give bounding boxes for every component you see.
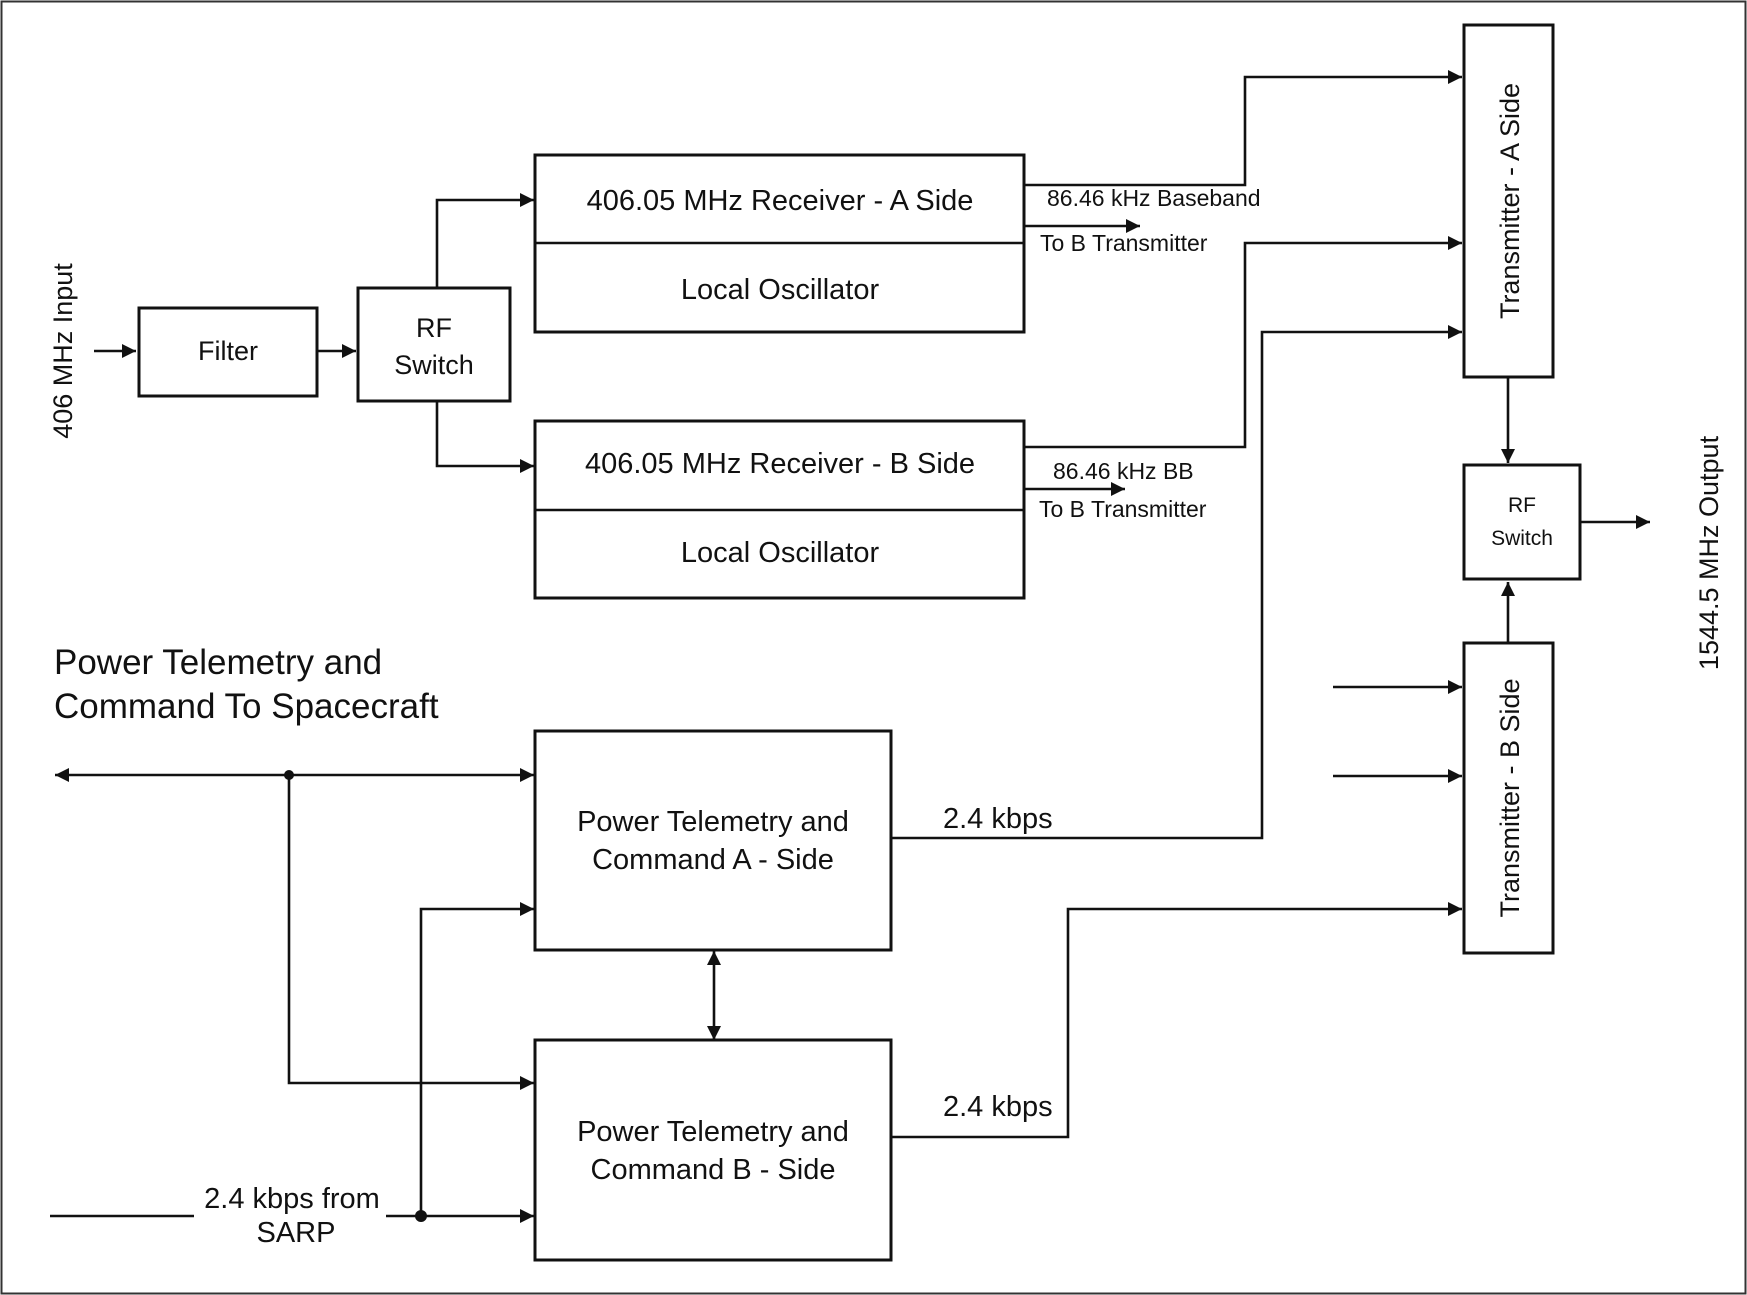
rx-b-output-label-1: 86.46 kHz BB [1053, 458, 1194, 484]
transmitter-a-label: Transmitter - A Side [1495, 83, 1525, 319]
rx-a-output-label-1: 86.46 kHz Baseband [1047, 185, 1261, 211]
filter-label: Filter [198, 336, 258, 366]
bus-to-ptc-b-arrow [287, 775, 534, 1090]
output-label: 1544.5 MHz Output [1694, 435, 1724, 670]
rf-switch-out-box [1462, 463, 1582, 581]
rx-b-output-label-2: To B Transmitter [1039, 496, 1207, 522]
rf-switch-out-label-2: Switch [1491, 527, 1553, 550]
ptc-a-box [533, 729, 893, 952]
ptc-a-to-tx-a-arrow [892, 325, 1462, 840]
sarp-junction-dot [415, 1210, 427, 1222]
ptc-heading-line-2: Command To Spacecraft [54, 687, 439, 726]
receiver-b-title: 406.05 MHz Receiver - B Side [585, 448, 975, 480]
ptc-b-box [533, 1038, 893, 1262]
sarp-to-ptc-a-arrow [419, 902, 534, 1216]
ptc-b-label-2: Command B - Side [591, 1154, 836, 1186]
filter-box [137, 306, 319, 398]
rx-a-to-tx-a-arrow [1024, 70, 1462, 187]
ptc-a-label-1: Power Telemetry and [577, 806, 849, 838]
ptc-b-rate-label: 2.4 kbps [943, 1091, 1053, 1123]
connection-lines [50, 70, 1650, 1223]
bus-junction-dot [284, 770, 294, 780]
switch-to-rx-a-arrow [435, 193, 534, 287]
ptc-a-label-2: Command A - Side [592, 844, 834, 876]
rx-a-output-label-2: To B Transmitter [1040, 230, 1208, 256]
rx-b-to-tx-a-arrow [1024, 236, 1462, 449]
transmitter-a-box [1462, 23, 1555, 379]
receiver-a-title: 406.05 MHz Receiver - A Side [587, 185, 974, 217]
ptc-b-to-tx-b-arrow [892, 902, 1462, 1139]
rf-switch-in-box [356, 286, 512, 403]
rf-switch-out-label-1: RF [1508, 494, 1536, 517]
ptc-a-rate-label: 2.4 kbps [943, 803, 1053, 835]
sarp-label-2: SARP [257, 1217, 336, 1249]
ptc-heading-line-1: Power Telemetry and [54, 643, 382, 682]
input-label: 406 MHz Input [48, 263, 78, 439]
rf-switch-in-label-2: Switch [394, 350, 474, 380]
ptc-b-label-1: Power Telemetry and [577, 1116, 849, 1148]
transmitter-b-box [1462, 641, 1555, 955]
sarp-label-1: 2.4 kbps from [204, 1183, 380, 1215]
receiver-b-lo: Local Oscillator [681, 537, 880, 569]
receiver-a-lo: Local Oscillator [681, 274, 880, 306]
switch-to-rx-b-arrow [435, 402, 534, 473]
transmitter-b-label: Transmitter - B Side [1495, 678, 1525, 917]
rf-switch-in-label-1: RF [416, 313, 452, 343]
